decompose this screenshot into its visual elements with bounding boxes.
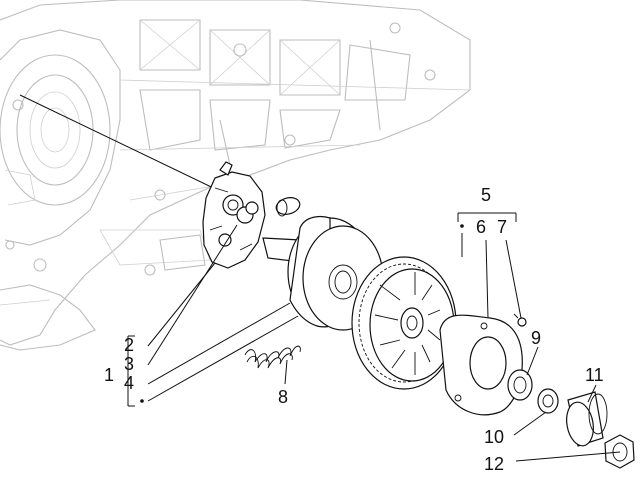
callout-10: 10 <box>484 427 504 447</box>
callout-9: 9 <box>531 328 541 348</box>
spacer-ring <box>537 388 559 414</box>
callout-11: 11 <box>585 365 604 385</box>
leader-lines <box>127 212 621 462</box>
bullet-dot <box>140 399 144 403</box>
bullet-dot <box>460 224 464 228</box>
nut <box>604 434 635 469</box>
callout-4: 4 <box>124 373 134 393</box>
callout-7: 7 <box>497 217 507 237</box>
callout-5: 5 <box>481 185 491 205</box>
callout-6: 6 <box>476 217 486 237</box>
callout-2: 2 <box>124 335 134 355</box>
bushing <box>275 197 301 217</box>
sleeve-bushing <box>566 391 608 447</box>
spring <box>244 345 301 369</box>
callout-12: 12 <box>484 454 504 474</box>
axis-line <box>19 94 231 197</box>
movable-driven-half <box>262 216 384 331</box>
callout-3: 3 <box>124 354 134 374</box>
ring-gear-pulley <box>351 256 457 390</box>
screw <box>513 313 527 327</box>
callout-1: 1 <box>104 365 114 385</box>
gasket-plate <box>439 314 523 416</box>
clutch-cover-plate <box>202 161 266 269</box>
crankcase-background <box>0 0 471 351</box>
washer <box>507 369 533 401</box>
callout-8: 8 <box>278 387 288 407</box>
